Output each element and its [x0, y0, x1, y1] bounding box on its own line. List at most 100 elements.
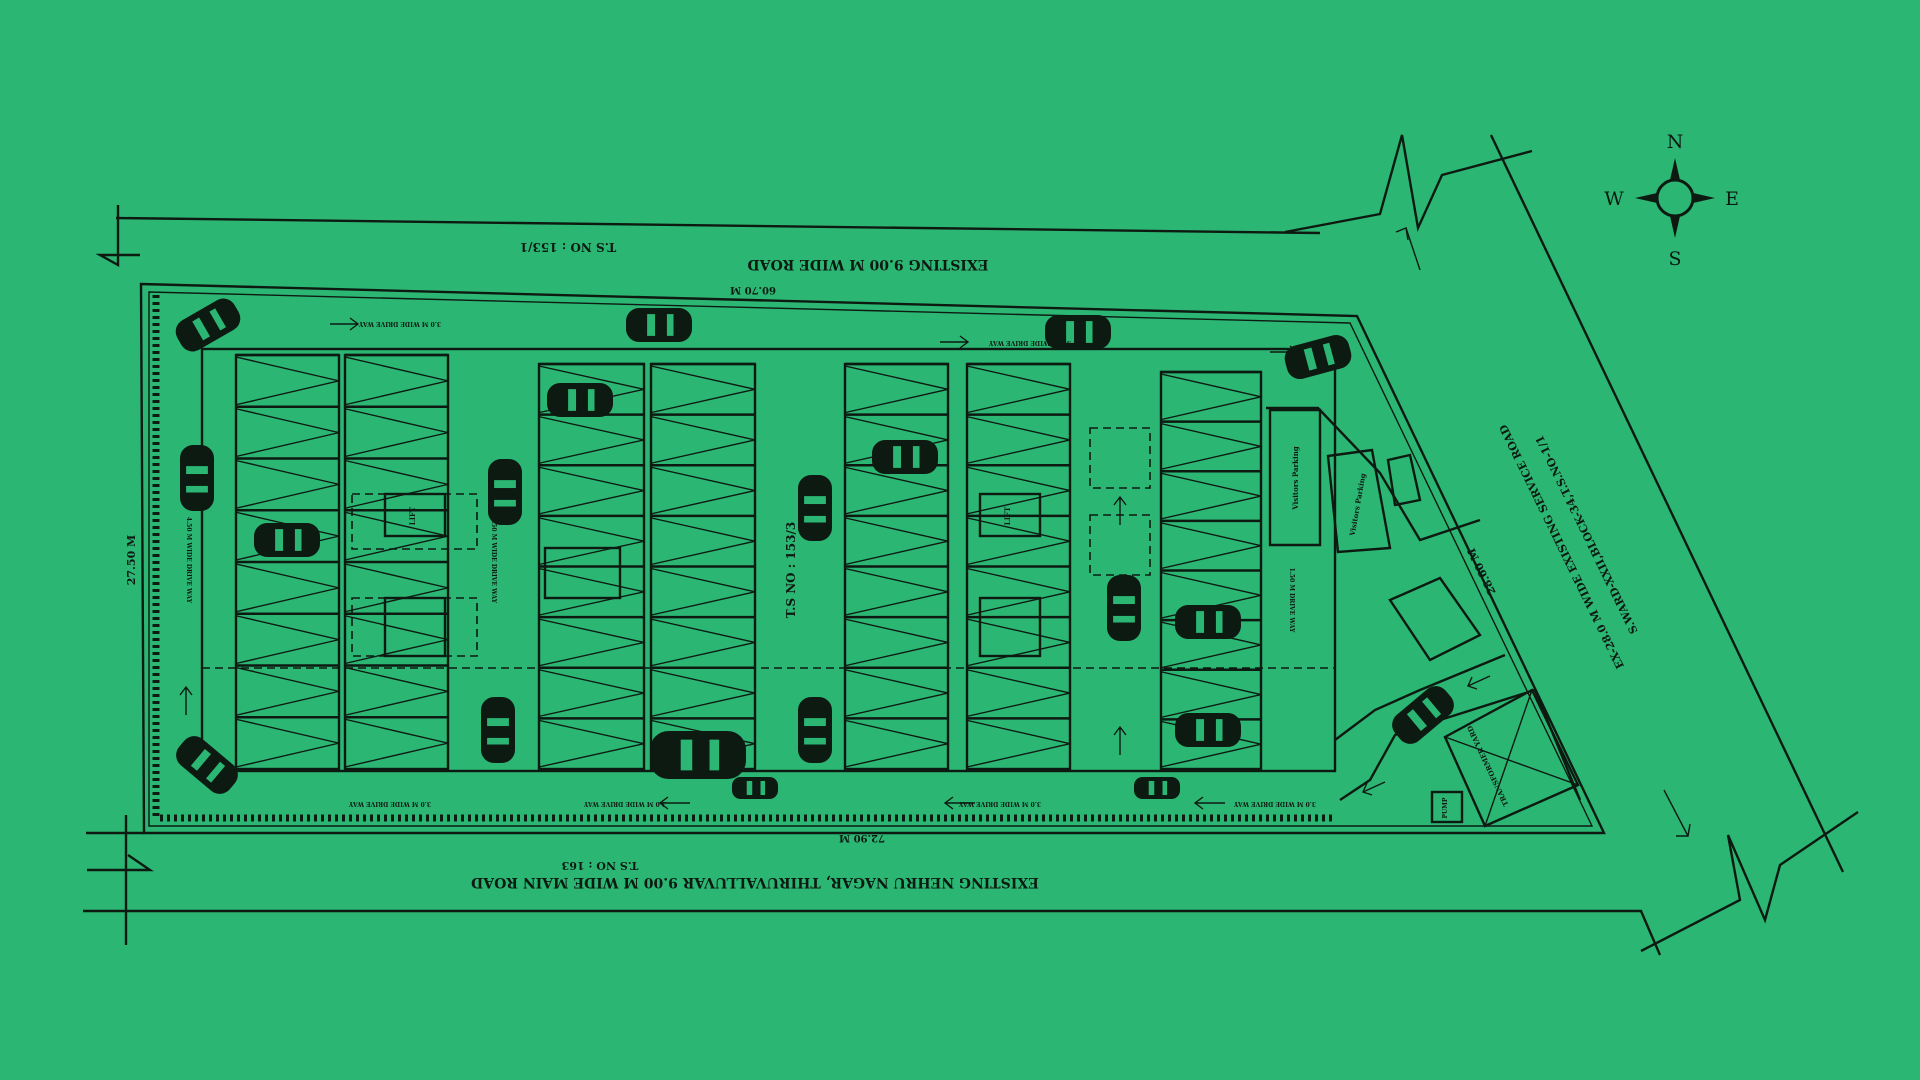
parking-stall	[966, 666, 1071, 718]
drive-way-label: 4.50 M WIDE DRIVE WAY	[490, 517, 497, 604]
parking-stall	[538, 666, 645, 718]
car-icon	[1392, 686, 1454, 744]
car-icon	[1134, 777, 1180, 799]
parking-stall	[966, 413, 1071, 464]
car-icon	[254, 523, 320, 557]
stall-column	[537, 362, 646, 771]
parking-stall	[538, 413, 645, 464]
east-road-label: EX-28.0 M WIDE EXISTING SERVICE ROAD	[1497, 422, 1627, 671]
parking-stall	[344, 353, 449, 406]
car-icon	[798, 475, 832, 541]
parking-stall	[966, 717, 1071, 768]
car-icon	[488, 459, 522, 525]
parking-stall	[650, 464, 756, 515]
parking-stall	[538, 615, 645, 667]
car-icon	[1175, 713, 1241, 747]
parking-stall	[650, 565, 756, 616]
car-icon	[481, 697, 515, 763]
drive-way-label: 3.0 M WIDE DRIVE WAY	[348, 800, 431, 807]
parking-stall	[966, 615, 1071, 667]
car-icon	[650, 731, 746, 779]
car-icon	[176, 736, 238, 794]
north-road-label: EXISTING 9.00 M WIDE ROAD	[748, 256, 989, 272]
visitors-parking-label: Visitors Parking	[1291, 446, 1300, 510]
drive-way-label: 1.50 M DRIVE WAY	[1288, 568, 1295, 633]
lift-label: LIFT	[408, 506, 417, 525]
parking-stall	[1160, 668, 1262, 719]
car-icon	[1175, 605, 1241, 639]
parking-stall	[344, 509, 449, 561]
car-icon	[626, 308, 692, 342]
visitor-and-service-area	[1266, 406, 1582, 828]
parking-stalls	[234, 353, 1263, 771]
parking-stall	[235, 612, 340, 665]
compass-s: S	[1668, 248, 1681, 270]
lift-cores	[351, 427, 1151, 658]
parking-stall	[235, 716, 340, 768]
car-icon	[175, 298, 241, 352]
compass-w: W	[1604, 188, 1624, 210]
parking-stall	[538, 565, 645, 616]
parking-stall	[844, 717, 949, 768]
parking-stall	[650, 413, 756, 464]
parking-stall	[966, 362, 1071, 414]
parking-stall	[650, 666, 756, 718]
parking-stall	[538, 514, 645, 566]
drive-way-label: 3.0 M WIDE DRIVE WAY	[1233, 800, 1316, 807]
north-dimension: 60.70 M	[730, 284, 776, 295]
car-icon	[180, 445, 214, 511]
visitors-parking-label: Visitors Parking	[1347, 472, 1367, 537]
parking-stall	[966, 565, 1071, 616]
parking-stall	[844, 615, 949, 667]
car-icon	[1284, 334, 1352, 380]
parking-stall	[344, 560, 449, 613]
parking-stall	[650, 362, 756, 414]
parking-stall	[538, 464, 645, 515]
south-dimension: 72.90 M	[839, 832, 885, 843]
parking-stall	[844, 514, 949, 566]
stall-column	[343, 353, 450, 771]
stall-column	[1159, 370, 1263, 771]
stall-column	[649, 362, 757, 771]
parking-stall	[1160, 519, 1262, 570]
parking-stall	[844, 362, 949, 414]
stall-column	[965, 362, 1072, 771]
parking-stall	[844, 666, 949, 718]
stall-column	[843, 362, 950, 771]
compass-e: E	[1725, 188, 1739, 210]
parking-stall	[235, 664, 340, 716]
parking-stall	[235, 560, 340, 613]
car-icon	[732, 777, 778, 799]
west-dimension: 27.50 M	[125, 535, 138, 585]
parking-stall	[235, 457, 340, 509]
parking-stall	[844, 565, 949, 616]
parking-stall	[1160, 370, 1262, 421]
drive-way-label: 3.0 M WIDE DRIVE WAY	[958, 800, 1041, 807]
parking-stall	[344, 457, 449, 509]
south-road-label: EXISTING NEHRU NAGAR, THIRUVALLUVAR 9.00…	[471, 874, 1039, 890]
drive-way-label: 3.0 M WIDE DRIVE WAY	[358, 320, 441, 327]
parking-stall	[344, 664, 449, 716]
parking-stall	[650, 615, 756, 667]
parking-stall	[235, 353, 340, 406]
compass-n: N	[1667, 131, 1684, 153]
south-ts-label: T.S NO : 163	[562, 859, 639, 872]
parking-stall	[650, 514, 756, 566]
parking-stall	[538, 717, 645, 768]
lift-label: LIFT	[1003, 506, 1012, 525]
car-icon	[1045, 315, 1111, 349]
parking-stall	[966, 514, 1071, 566]
road-lines	[83, 134, 1859, 956]
drive-way-label: 3.0 M WIDE DRIVE WAY	[988, 339, 1071, 346]
site-ts-label: T.S NO : 153/3	[784, 522, 798, 618]
parking-stall	[235, 405, 340, 458]
car-icon	[547, 383, 613, 417]
stall-column	[234, 353, 341, 771]
cars	[175, 298, 1454, 799]
drive-way-label: 4.50 M WIDE DRIVE WAY	[185, 517, 192, 604]
car-icon	[798, 697, 832, 763]
drive-way-label: 3.0 M WIDE DRIVE WAY	[583, 800, 666, 807]
north-compass: N S E W	[1604, 131, 1739, 270]
parking-stall	[1160, 420, 1262, 470]
